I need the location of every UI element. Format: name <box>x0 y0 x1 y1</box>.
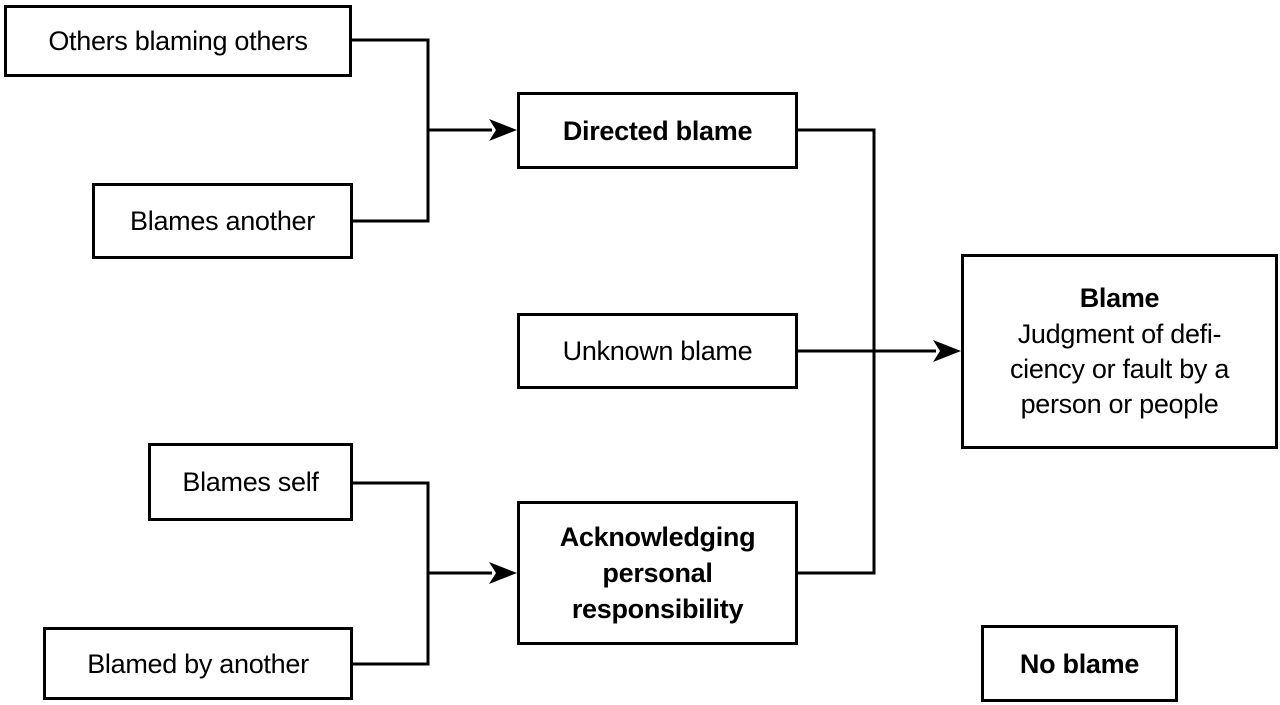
node-label: Unknown blame <box>562 336 753 366</box>
node-others-blaming-others: Others blaming others <box>4 5 352 77</box>
node-unknown-blame: Unknown blame <box>517 313 798 389</box>
node-desc-line: ciency or fault by a <box>1009 354 1230 384</box>
arrowhead-acknowledging <box>489 562 517 584</box>
node-desc-line: Judgment of defi- <box>1017 319 1222 349</box>
arrowhead-blame <box>933 340 961 362</box>
node-label-line: Acknowledging <box>559 522 756 552</box>
node-no-blame: No blame <box>981 625 1178 702</box>
node-blames-self: Blames self <box>148 443 353 521</box>
node-label: Directed blame <box>562 115 753 146</box>
node-label: Blames another <box>130 206 315 236</box>
node-desc-line: person or people <box>1020 389 1219 419</box>
bracket-bottom-left <box>352 481 430 666</box>
node-blame: Blame Judgment of defi- ciency or fault … <box>961 254 1278 449</box>
node-label-line: personal <box>602 558 713 588</box>
node-blamed-by-another: Blamed by another <box>43 627 353 700</box>
node-directed-blame: Directed blame <box>517 92 798 169</box>
node-acknowledging-personal-responsibility: Acknowledging personal responsibility <box>517 501 798 645</box>
node-label: Others blaming others <box>48 26 308 56</box>
node-label: Blames self <box>182 467 319 497</box>
node-label-line: responsibility <box>571 594 744 624</box>
node-title: Blame <box>1079 283 1160 313</box>
arrowhead-directed <box>489 119 517 141</box>
bracket-top-left <box>352 38 430 223</box>
node-blames-another: Blames another <box>92 183 353 259</box>
node-label: No blame <box>1019 648 1140 679</box>
node-label: Blamed by another <box>87 648 309 679</box>
